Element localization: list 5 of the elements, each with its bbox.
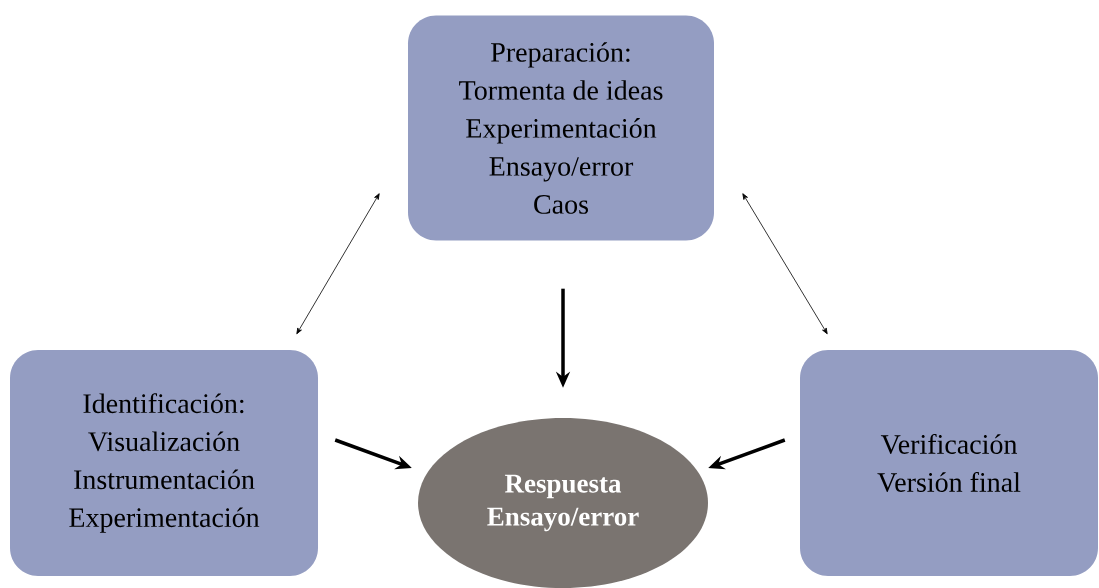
process-box: Identificación: Visualización Instrumentación Experimentación (10, 350, 318, 576)
arrow (296, 193, 380, 335)
arrow (742, 193, 828, 335)
process-box: Preparación: Tormenta de ideas Experimentación Ensayo/error Caos (408, 15, 714, 241)
process-box: Verificación Versión final (800, 350, 1098, 576)
